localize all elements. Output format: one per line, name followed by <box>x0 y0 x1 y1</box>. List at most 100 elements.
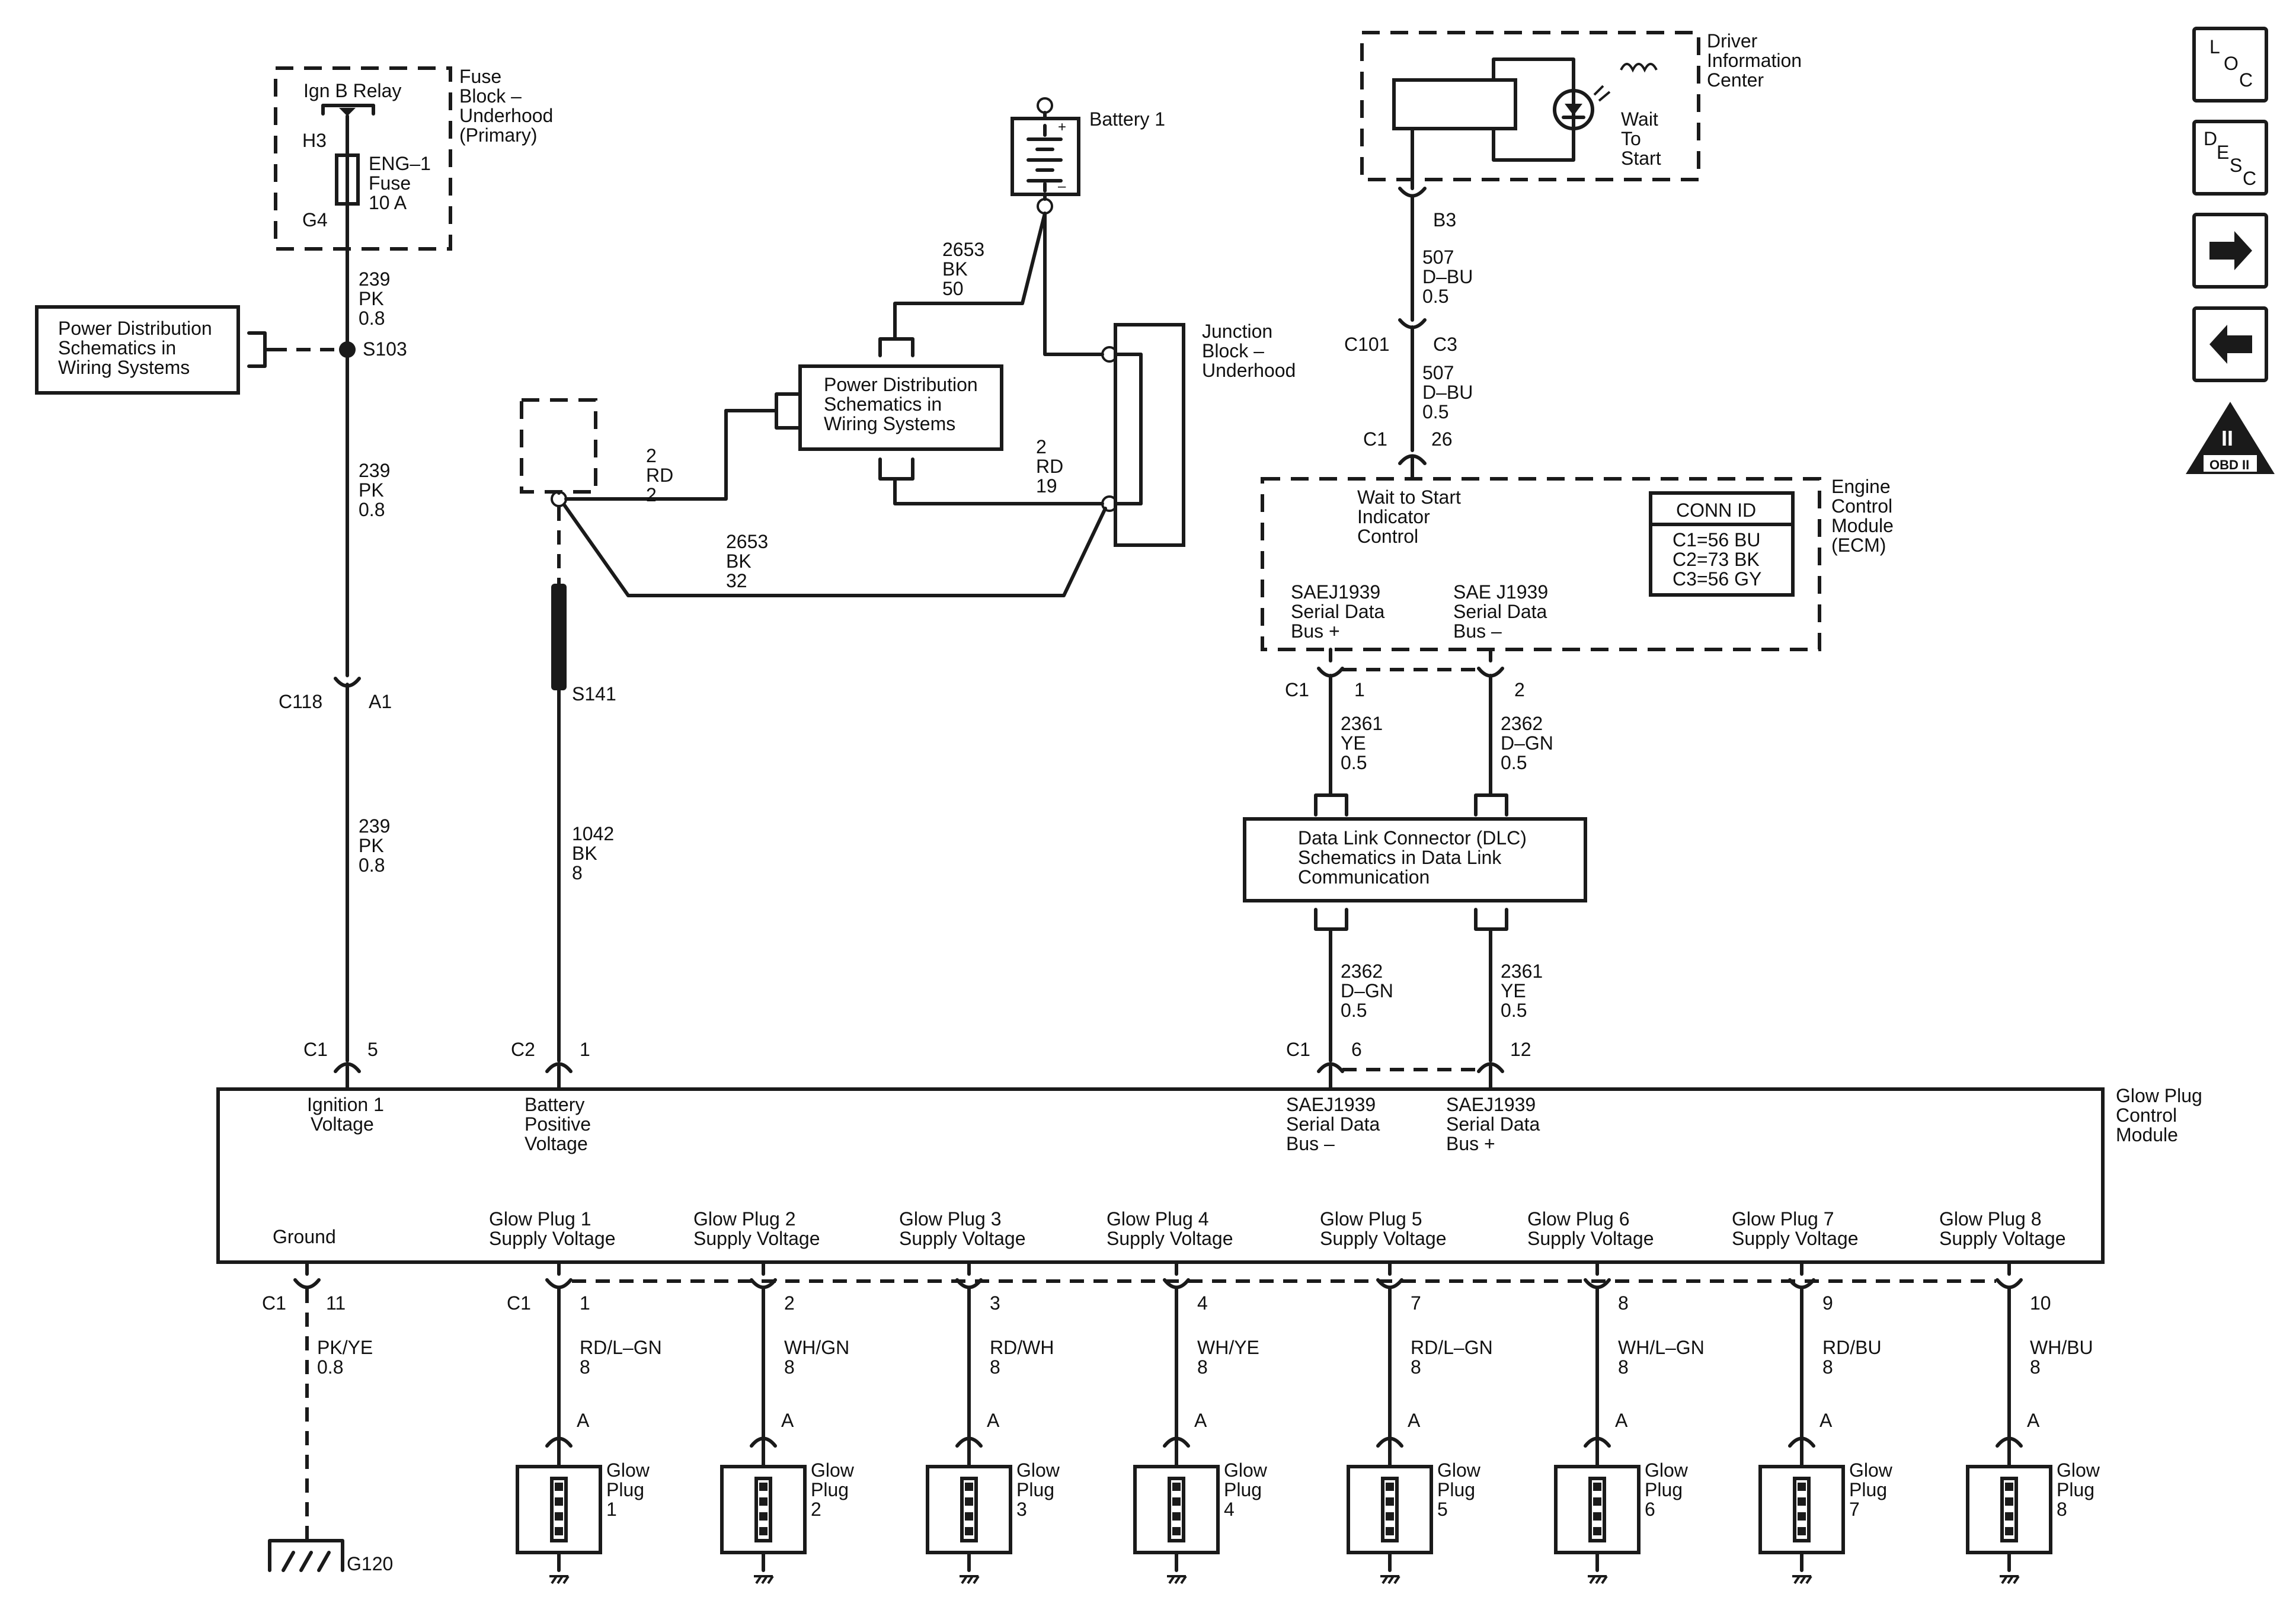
c1-pin5-number: 5 <box>367 1039 378 1060</box>
ground-g120-label: G120 <box>347 1553 393 1574</box>
wire-239-a-3: 0.8 <box>359 308 385 329</box>
desc-c: C <box>2243 168 2256 189</box>
gp1-supply-2: Supply Voltage <box>489 1228 616 1249</box>
wire-1042-2: BK <box>572 843 597 864</box>
splice-s141 <box>551 584 567 690</box>
gp2-name-3: 2 <box>811 1499 821 1520</box>
glow-plug-5-ground-icon <box>1380 1575 1400 1585</box>
ecm-bus-plus-3: Bus + <box>1291 620 1340 642</box>
gpcm-bus-plus-1: SAEJ1939 <box>1446 1094 1536 1115</box>
gp2-name-2: Plug <box>811 1479 849 1500</box>
gpcm-batt-3: Voltage <box>525 1133 588 1154</box>
connector-gpcm-c1-6 <box>1317 1062 1344 1091</box>
connector-ecm-c1-pin1 <box>1317 648 1344 796</box>
wire-2-rd-2-3: 2 <box>646 484 657 505</box>
nav-desc-button[interactable]: D E S C <box>2192 120 2268 196</box>
ecm-c1-label: C1 <box>1363 428 1387 450</box>
gp3-name-1: Glow <box>1016 1459 1060 1481</box>
obd-ii-icon[interactable]: II OBD II <box>2186 402 2275 474</box>
fuse-label-2: Fuse <box>369 172 411 194</box>
wire-2362-b-3: 0.5 <box>1341 1000 1367 1021</box>
gp1-name-2: Plug <box>606 1479 644 1500</box>
relay-pin-h3: H3 <box>302 130 327 151</box>
wire-239-b-2: PK <box>359 479 384 501</box>
gp4-pin-a: A <box>1194 1410 1207 1431</box>
ecm-bus-minus-3: Bus – <box>1453 620 1502 642</box>
conn-id-title: CONN ID <box>1676 500 1756 521</box>
gp5-name-2: Plug <box>1437 1479 1475 1500</box>
wire-239-c-2: PK <box>359 835 384 856</box>
wire-2653-50-1: 2653 <box>942 239 984 260</box>
conn-id-c1: C1=56 BU <box>1673 529 1761 550</box>
gp4-wire-1: WH/YE <box>1197 1337 1259 1358</box>
next-arrow-icon[interactable] <box>2192 213 2268 289</box>
battery-minus: – <box>1058 178 1066 194</box>
gpcm-bus-minus-1: SAEJ1939 <box>1286 1094 1376 1115</box>
gp3-pin: 3 <box>990 1292 1000 1314</box>
desc-e: E <box>2217 142 2229 163</box>
data-link-connector-ref[interactable] <box>1243 817 1587 902</box>
wire-1042-3: 8 <box>572 862 583 884</box>
wire-2653-32-2: BK <box>726 550 752 572</box>
gpcm-pin-6: 6 <box>1351 1039 1362 1060</box>
wire-2653-32-1: 2653 <box>726 531 768 552</box>
wire-239-c-3: 0.8 <box>359 854 385 876</box>
gp5-pin: 7 <box>1411 1292 1421 1314</box>
wire-2361-b-2: YE <box>1501 980 1526 1001</box>
gp7-name-2: Plug <box>1849 1479 1887 1500</box>
gp7-pin-a: A <box>1819 1410 1833 1431</box>
gp8-pin: 10 <box>2030 1292 2051 1314</box>
pd-center-line-1: Power Distribution <box>824 374 978 395</box>
gp3-name-2: Plug <box>1016 1479 1054 1500</box>
gp1-pin: 1 <box>580 1292 590 1314</box>
wire-507-b-1: 507 <box>1422 362 1454 383</box>
loc-o: O <box>2224 53 2239 74</box>
gp2-wire-2: 8 <box>784 1356 795 1378</box>
wire-239-a-1: 239 <box>359 268 390 290</box>
power-distribution-ref-center[interactable] <box>798 364 1003 451</box>
gp1-supply-1: Glow Plug 1 <box>489 1208 591 1230</box>
gpcm-batt-1: Battery <box>525 1094 584 1115</box>
wire-2653-50-3: 50 <box>942 278 964 299</box>
ecm-dl-pin1: 1 <box>1354 679 1365 700</box>
dic-title-2: Information <box>1707 50 1802 71</box>
gpcm-batt-2: Positive <box>525 1113 591 1135</box>
conn-id-table <box>1649 491 1795 597</box>
gp1-name-1: Glow <box>606 1459 650 1481</box>
gp7-supply-2: Supply Voltage <box>1732 1228 1859 1249</box>
prev-arrow-icon[interactable] <box>2192 306 2268 382</box>
junction-block-title-1: Junction <box>1202 321 1272 342</box>
gp4-name-3: 4 <box>1224 1499 1235 1520</box>
gp5-supply-1: Glow Plug 5 <box>1320 1208 1422 1230</box>
fuse-block-title-2: Block – <box>459 85 522 107</box>
dic-lamp-1: Wait <box>1621 108 1658 130</box>
ecm-dl-c1: C1 <box>1285 679 1309 700</box>
gp5-wire-1: RD/L–GN <box>1411 1337 1493 1358</box>
gp8-name-3: 8 <box>2057 1499 2067 1520</box>
wire-2-rd-2-1: 2 <box>646 445 657 466</box>
gp7-wire-2: 8 <box>1822 1356 1833 1378</box>
nav-loc-button[interactable]: L O C <box>2192 27 2268 103</box>
gp8-supply-1: Glow Plug 8 <box>1939 1208 2042 1230</box>
gp8-name-1: Glow <box>2057 1459 2100 1481</box>
gp2-supply-1: Glow Plug 2 <box>693 1208 796 1230</box>
gpcm-ign-1: Ignition 1 <box>307 1094 384 1115</box>
wire-2362-b-1: 2362 <box>1341 961 1383 982</box>
wire-2361-b-1: 2361 <box>1501 961 1543 982</box>
relay-symbol-icon <box>321 104 375 116</box>
wire-239-c-1: 239 <box>359 815 390 837</box>
wait-to-start-lamp-icon <box>1553 89 1594 130</box>
wire-507-a-1: 507 <box>1422 247 1454 268</box>
fuse-block-title-4: (Primary) <box>459 124 538 146</box>
power-distribution-ref-left[interactable] <box>35 305 240 395</box>
fuse-block: Fuse Block – Underhood (Primary) Ign B R… <box>274 66 553 251</box>
wire-2362-a-1: 2362 <box>1501 713 1543 734</box>
gp7-name-1: Glow <box>1849 1459 1893 1481</box>
dic-lamp-3: Start <box>1621 148 1661 169</box>
gp2-pin: 2 <box>784 1292 795 1314</box>
gp1-name-3: 1 <box>606 1499 617 1520</box>
wire-2362-a-2: D–GN <box>1501 732 1553 754</box>
